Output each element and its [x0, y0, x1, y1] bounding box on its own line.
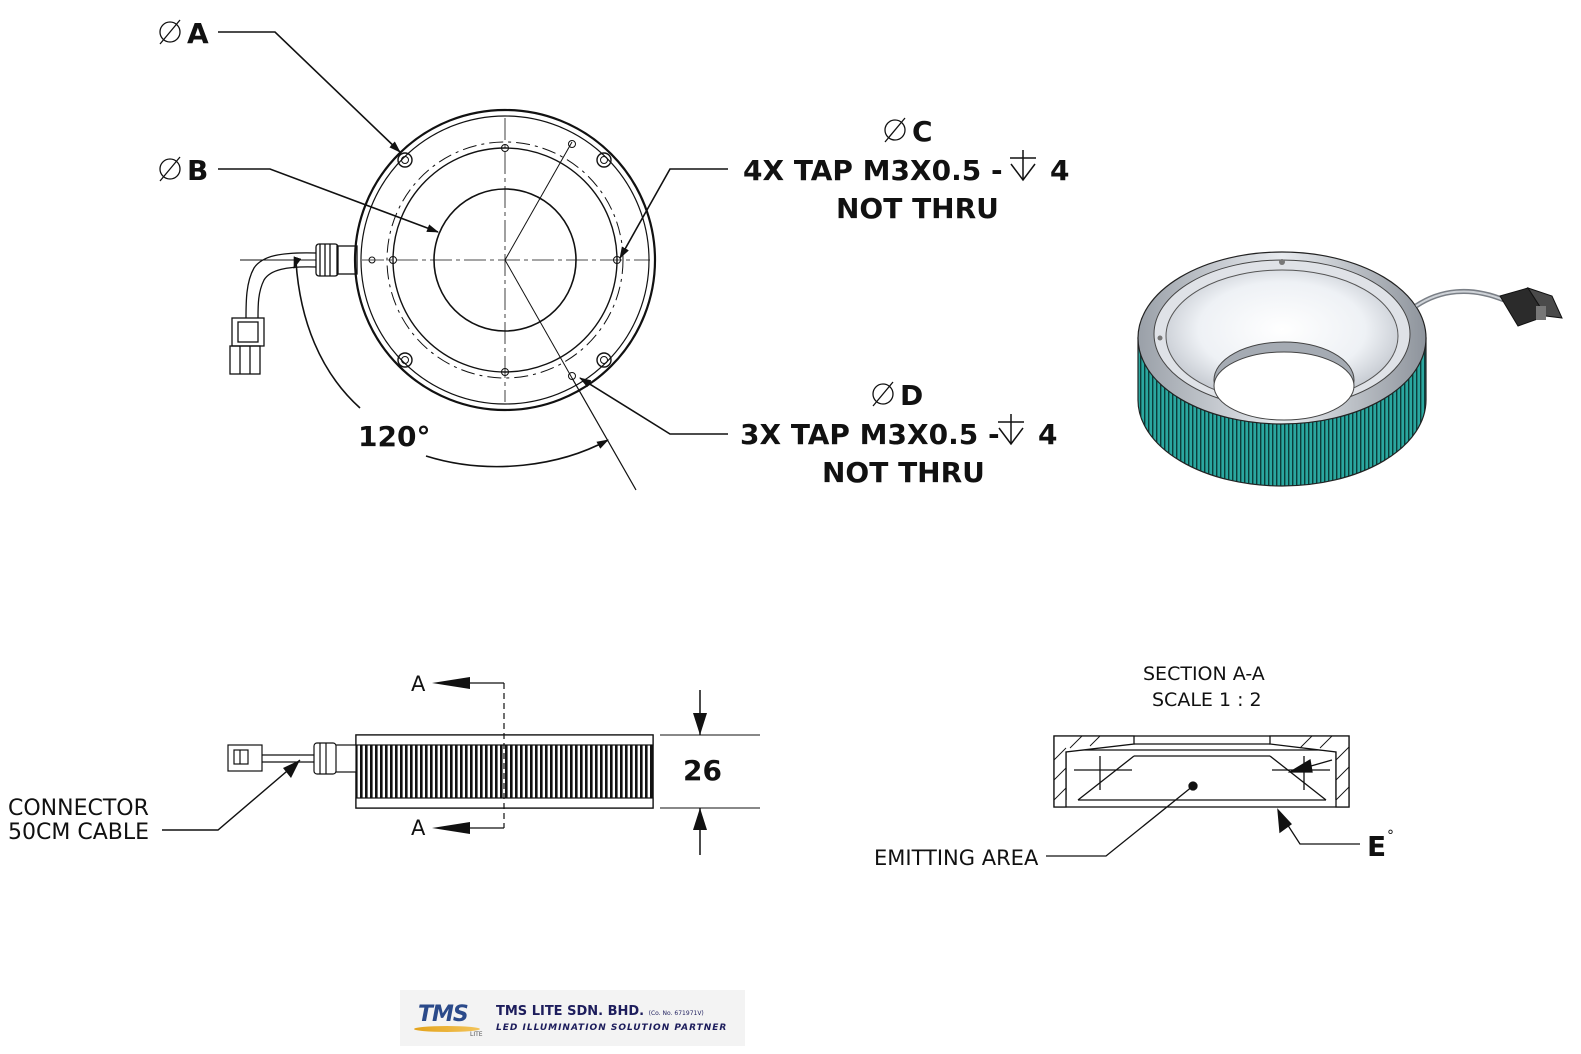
section-mark-bottom: A — [411, 816, 426, 840]
company-reg-no: (Co. No. 671971V) — [648, 1010, 704, 1017]
mount-hole — [397, 352, 413, 368]
cable-gland — [315, 243, 358, 277]
angle-e-degree: ° — [1387, 828, 1394, 844]
side-connector — [227, 744, 263, 772]
logo-mark-sub: LITE — [470, 1031, 483, 1038]
logo-mark-text: TMS — [418, 1002, 469, 1027]
side-view — [162, 677, 760, 855]
section-scale: SCALE 1 : 2 — [1152, 689, 1262, 711]
cable-label: 50CM CABLE — [8, 820, 149, 845]
logo-swoosh-icon — [414, 1026, 480, 1032]
leader-lines — [218, 31, 728, 468]
top-view — [229, 108, 657, 491]
company-logo: TMS LITE TMS LITE SDN. BHD. (Co. No. 671… — [400, 990, 745, 1046]
connector-label: CONNECTOR — [8, 796, 149, 821]
mount-hole — [596, 152, 612, 168]
label-a: A — [187, 17, 209, 50]
note-c-line1: 4X TAP M3X0.5 - — [743, 154, 1003, 187]
depth-symbol-icon — [998, 414, 1024, 446]
connector-plug — [229, 317, 265, 375]
height-dimension: 26 — [683, 754, 722, 787]
company-name-text: TMS LITE SDN. BHD. — [496, 1004, 645, 1019]
angle-label: 120° — [358, 420, 430, 453]
outer-ring — [353, 108, 657, 412]
label-c: C — [912, 115, 933, 148]
mount-hole — [596, 352, 612, 368]
note-d-depth: 4 — [1038, 418, 1057, 451]
section-view — [1046, 735, 1360, 857]
emitting-area-label: EMITTING AREA — [874, 846, 1039, 870]
diameter-a-label: A — [159, 17, 209, 50]
iso-connector — [1499, 287, 1563, 327]
section-mark-top: A — [411, 672, 426, 696]
company-name: TMS LITE SDN. BHD. (Co. No. 671971V) — [496, 1004, 704, 1019]
company-tagline: LED ILLUMINATION SOLUTION PARTNER — [496, 1023, 728, 1033]
depth-symbol-icon — [1010, 150, 1036, 182]
note-d-line2: NOT THRU — [822, 456, 985, 489]
angle-e-label: E — [1367, 830, 1386, 863]
tms-logo-mark: TMS LITE — [414, 998, 484, 1038]
note-d-line1: 3X TAP M3X0.5 - — [740, 418, 1000, 451]
isometric-ring-light — [1137, 251, 1563, 487]
note-c-depth: 4 — [1050, 154, 1069, 187]
section-title: SECTION A-A — [1143, 663, 1265, 685]
note-c-line2: NOT THRU — [836, 192, 999, 225]
label-d: D — [900, 379, 923, 412]
cable — [245, 252, 317, 319]
diameter-d-label: D — [872, 379, 923, 412]
label-b: B — [187, 154, 208, 187]
diameter-b-label: B — [159, 154, 208, 187]
bolt-circle — [386, 141, 624, 379]
mount-hole — [397, 152, 413, 168]
diameter-c-label: C — [884, 115, 933, 148]
